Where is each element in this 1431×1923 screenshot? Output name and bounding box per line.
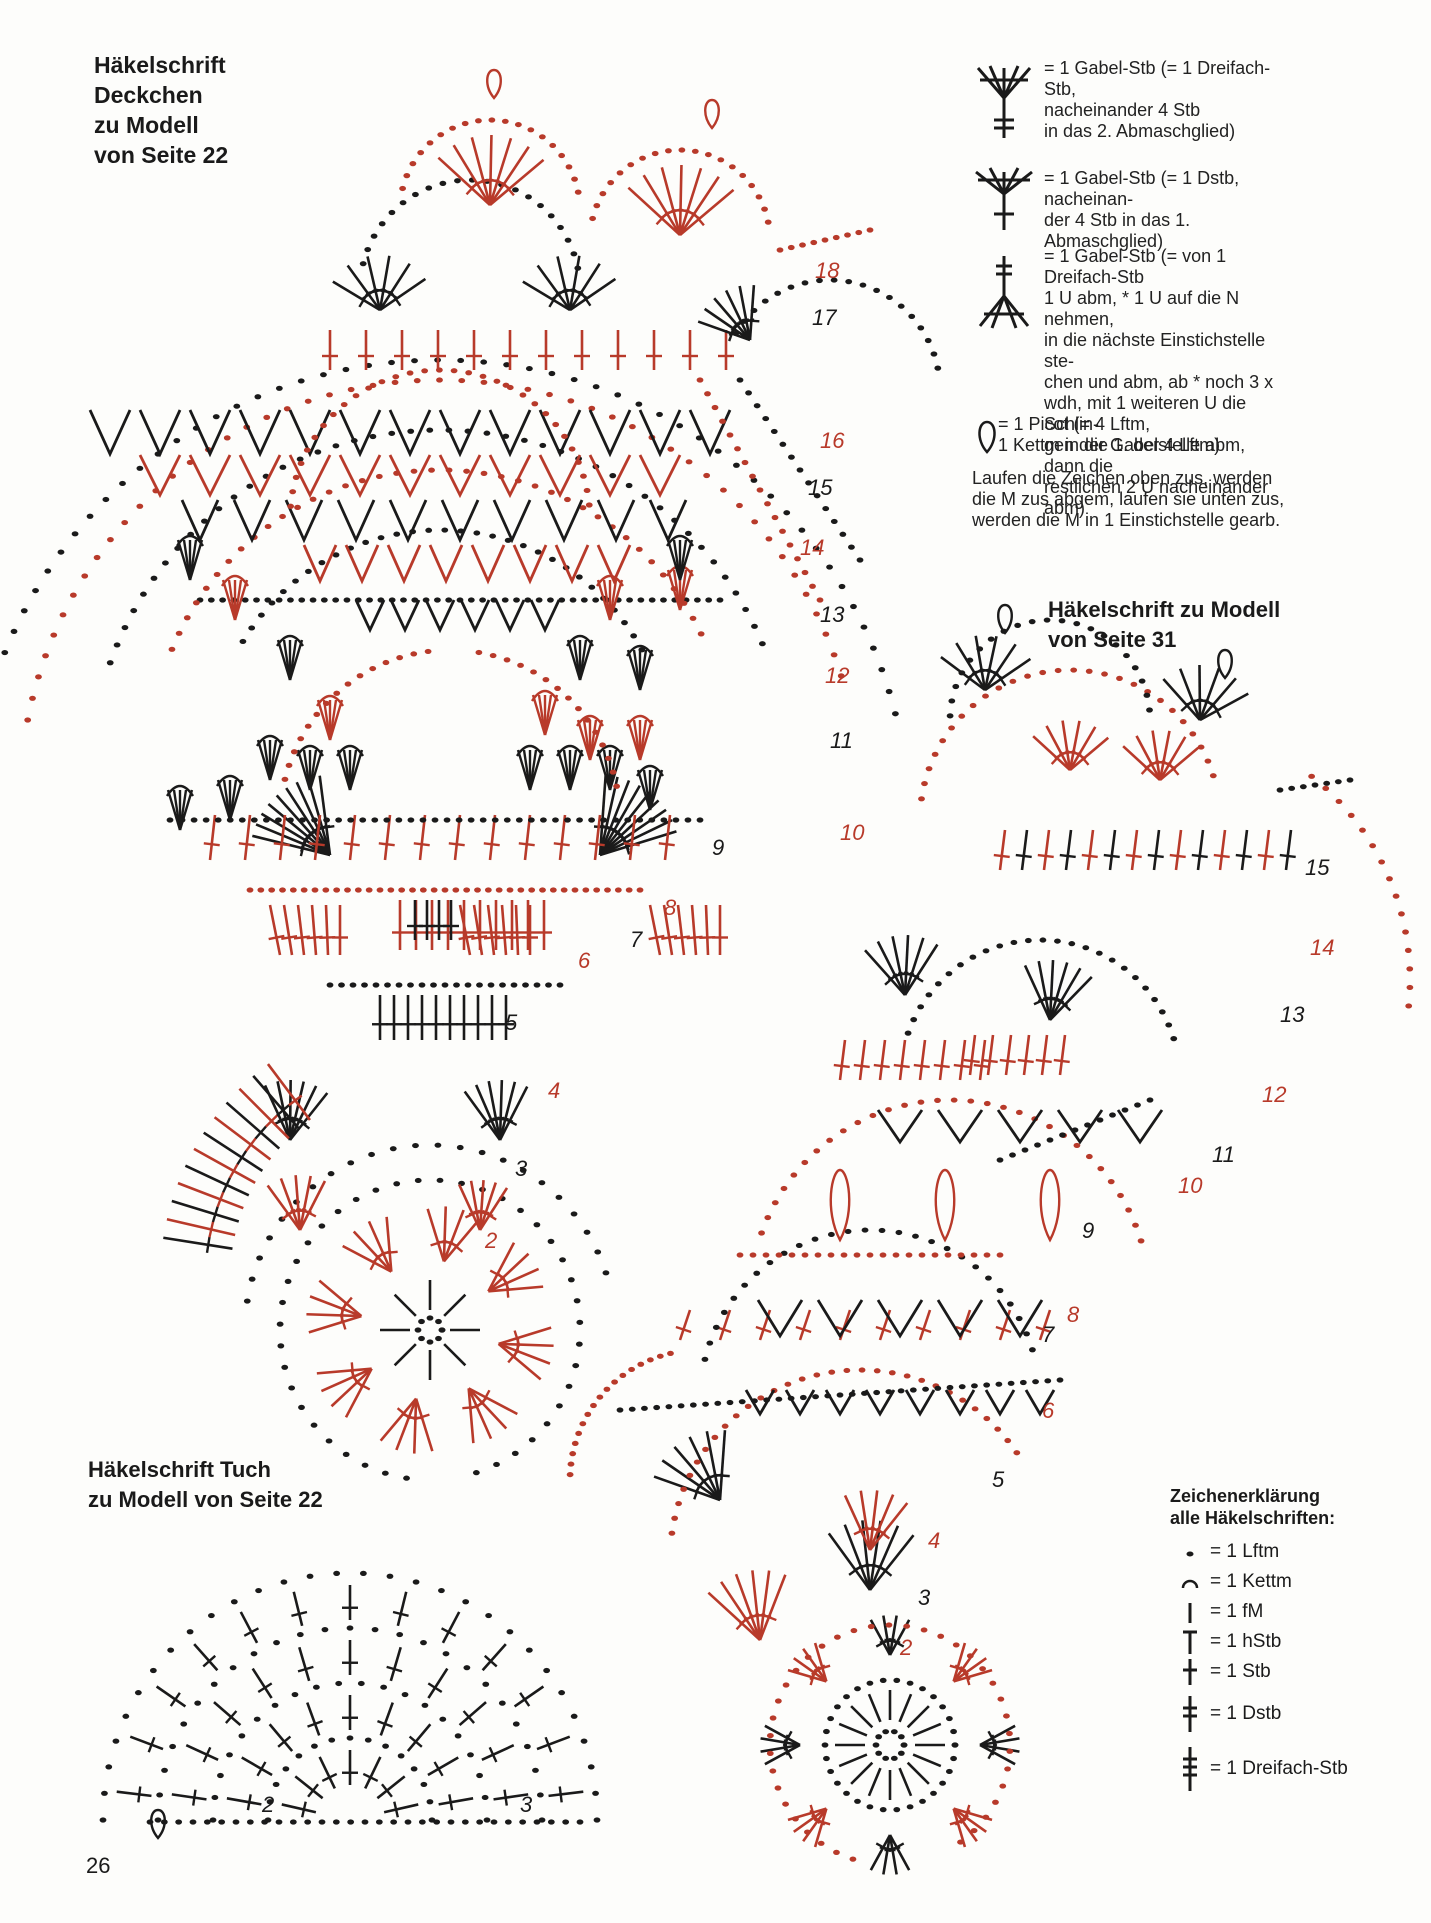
key-text: = 1 hStb — [1210, 1631, 1282, 1652]
title-tuch: Häkelschrift Tuch zu Modell von Seite 22 — [88, 1457, 323, 1512]
title-modell-31: Häkelschrift zu Modell von Seite 31 — [1048, 597, 1281, 652]
legend-item-gabel-3: = 1 Gabel-Stb (= von 1 Dreifach-Stb 1 U … — [972, 246, 1284, 518]
legend-text: = 1 Gabel-Stb (= von 1 Dreifach-Stb 1 U … — [1044, 246, 1274, 518]
gabel-stb-dreifach-icon — [976, 65, 1032, 138]
legend-item-picot: = 1 Picot (= 4 Lftm, 1 Kettm in die 1. d… — [972, 414, 1284, 466]
key-item-kettm: = 1 Kettm — [1178, 1567, 1348, 1597]
round-number: 15 — [1305, 855, 1330, 880]
key-item-lftm: = 1 Lftm — [1178, 1537, 1348, 1567]
legend-note: Laufen die Zeichen oben zus, werden die … — [972, 468, 1285, 530]
key-item-dreifach-stb: = 1 Dreifach-Stb — [1178, 1741, 1348, 1797]
legend-top: = 1 Gabel-Stb (= 1 Dreifach-Stb, nachein… — [972, 58, 1284, 531]
round-number: 4 — [548, 1078, 560, 1103]
key-item-fm: = 1 fM — [1178, 1597, 1348, 1627]
legend-item-gabel-2: = 1 Gabel-Stb (= 1 Dstb, nacheinan- der … — [972, 158, 1284, 251]
picot-icon — [978, 420, 996, 454]
round-number: 13 — [1280, 1002, 1305, 1027]
round-number: 4 — [928, 1528, 940, 1553]
round-number: 14 — [1310, 935, 1334, 960]
diagram-deckchen: 2 3 4 5 6 78 9 10 11 12 13 14 15 16 17 18 — [1, 68, 942, 1481]
round-number: 13 — [820, 602, 845, 627]
key-text: = 1 fM — [1210, 1601, 1264, 1622]
round-number: 9 — [712, 835, 724, 860]
kettm-icon — [1181, 1579, 1199, 1589]
round-number: 6 — [1042, 1398, 1055, 1423]
round-number: 8 — [1067, 1302, 1080, 1327]
key-text: = 1 Stb — [1210, 1661, 1271, 1682]
key-item-hstb: = 1 hStb — [1178, 1627, 1348, 1657]
round-number: 17 — [812, 305, 837, 330]
key-text: = 1 Kettm — [1210, 1571, 1292, 1592]
hstb-icon — [1183, 1630, 1197, 1654]
round-number: 18 — [815, 258, 840, 283]
round-number: 15 — [808, 475, 833, 500]
key-item-dstb: = 1 Dstb — [1178, 1687, 1348, 1741]
round-number: 7 — [630, 927, 643, 952]
key-item-stb: = 1 Stb — [1178, 1657, 1348, 1687]
legend-text: = 1 Picot (= 4 Lftm, 1 Kettm in die 1. d… — [998, 414, 1221, 455]
gabel-stb-fan-icon — [978, 256, 1030, 329]
round-number: 12 — [1262, 1082, 1286, 1107]
round-number: 3 — [918, 1585, 931, 1610]
round-number: 2 — [261, 1792, 274, 1817]
round-number: 11 — [830, 728, 853, 753]
title-deckchen: Häkelschrift Deckchen zu Modell von Seit… — [94, 52, 229, 168]
round-number: 6 — [578, 948, 591, 973]
round-number: 8 — [664, 895, 677, 920]
round-number: 16 — [820, 428, 845, 453]
symbol-key: Zeichenerklärung alle Häkelschriften: = … — [1170, 1485, 1348, 1797]
legend-item-gabel-1: = 1 Gabel-Stb (= 1 Dreifach-Stb, nachein… — [972, 58, 1284, 158]
dreifach-stb-icon — [1183, 1747, 1197, 1791]
lftm-icon — [1186, 1551, 1194, 1557]
round-number: 14 — [800, 535, 824, 560]
round-number: 11 — [1212, 1142, 1235, 1167]
page-number: 26 — [86, 1853, 111, 1878]
round-number: 5 — [992, 1467, 1005, 1492]
legend-text: = 1 Gabel-Stb (= 1 Dreifach-Stb, nachein… — [1044, 58, 1271, 141]
key-text: = 1 Dstb — [1210, 1703, 1282, 1724]
round-number: 3 — [520, 1792, 533, 1817]
round-number: 7 — [1042, 1322, 1055, 1347]
round-number: 5 — [505, 1010, 518, 1035]
round-number: 12 — [825, 663, 849, 688]
round-number: 9 — [1082, 1218, 1094, 1243]
gabel-stb-dstb-icon — [975, 167, 1033, 230]
round-number: 2 — [484, 1228, 497, 1253]
legend-text: = 1 Gabel-Stb (= 1 Dstb, nacheinan- der … — [1044, 168, 1240, 251]
round-number: 3 — [515, 1156, 528, 1181]
key-text: = 1 Dreifach-Stb — [1210, 1758, 1348, 1779]
round-number: 2 — [899, 1635, 912, 1660]
key-text: = 1 Lftm — [1210, 1541, 1280, 1562]
round-number: 10 — [840, 820, 865, 845]
fm-icon — [1188, 1603, 1192, 1623]
dstb-icon — [1183, 1696, 1197, 1732]
key-title: Zeichenerklärung alle Häkelschriften: — [1170, 1486, 1336, 1528]
round-number: 10 — [1178, 1173, 1203, 1198]
stb-icon — [1183, 1659, 1197, 1685]
